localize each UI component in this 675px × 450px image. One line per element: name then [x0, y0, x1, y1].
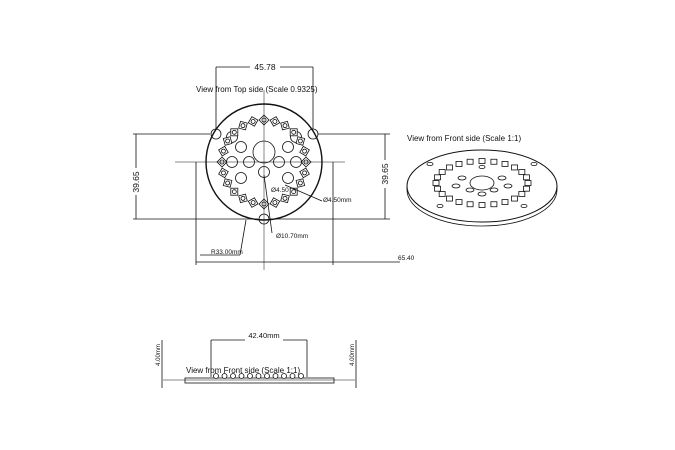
inner-hole [451, 183, 461, 189]
led [518, 191, 526, 197]
led [511, 164, 518, 171]
led [238, 373, 245, 379]
mount-hole [436, 203, 444, 208]
dim-hole-outer: Ø4.50mm [323, 197, 352, 204]
led [280, 120, 290, 131]
led [295, 178, 306, 188]
dim-overall: 65.40 [398, 255, 415, 262]
led [238, 193, 248, 204]
inner-hole [489, 187, 499, 193]
led [523, 174, 530, 181]
mount-hole [530, 161, 538, 166]
inner-hole [477, 191, 487, 197]
led [490, 201, 498, 208]
dim-radius: R33.00mm [211, 249, 243, 256]
led [230, 373, 236, 379]
inner-hole [497, 175, 507, 181]
led [281, 373, 287, 379]
inner-hole [465, 187, 475, 193]
led [523, 185, 530, 192]
led [432, 180, 440, 186]
led [298, 373, 304, 379]
led [455, 161, 463, 167]
led [295, 136, 306, 146]
front-side-title: View from Front side (Scale 1:1) [186, 366, 300, 375]
led [299, 145, 310, 157]
led [299, 167, 310, 179]
dim-side-width: 42.40mm [248, 331, 279, 340]
led [247, 116, 259, 127]
inner-hole [282, 172, 294, 184]
led [230, 187, 239, 196]
led [501, 199, 509, 205]
led-ring [216, 114, 312, 210]
led [438, 169, 446, 175]
led [524, 180, 532, 186]
dim-side-height-right: 4.00mm [350, 344, 356, 366]
led [478, 202, 486, 208]
led [230, 128, 239, 137]
led [218, 145, 229, 157]
led [490, 158, 498, 165]
dim-width: 45.78 [254, 62, 276, 72]
top-view-title: View from Top side (Scale 0.9325) [196, 85, 318, 94]
led [213, 373, 219, 379]
led [446, 195, 453, 202]
led [518, 169, 526, 175]
dim-center-hole: Ø10.70mm [276, 233, 308, 240]
dim-side-height-left: 4.00mm [156, 344, 162, 366]
led [247, 373, 253, 379]
dim-height-right: 39.65 [380, 163, 390, 185]
inner-hole [457, 175, 467, 181]
dim-hole-small: Ø4.50 [271, 187, 289, 194]
led [221, 373, 228, 379]
led [269, 197, 281, 208]
led [255, 373, 262, 379]
dim-height-left: 39.65 [131, 171, 141, 193]
top-view [133, 66, 400, 270]
mount-hole [478, 164, 486, 169]
led [501, 161, 509, 167]
front-perspective-view [406, 149, 558, 227]
led [466, 158, 474, 165]
led [511, 195, 518, 202]
led [289, 128, 298, 137]
led [272, 373, 279, 379]
mount-hole [520, 203, 528, 208]
led [446, 164, 453, 171]
led [455, 199, 463, 205]
led [289, 187, 298, 196]
led [280, 193, 290, 204]
led [478, 158, 486, 164]
led [434, 174, 441, 181]
front-side-view [161, 339, 357, 388]
led [434, 185, 441, 192]
inner-hole [282, 141, 294, 153]
led [264, 373, 270, 379]
led [269, 116, 281, 127]
front-perspective-title: View from Front side (Scale 1:1) [407, 134, 521, 143]
led [222, 136, 233, 146]
mount-hole [426, 161, 434, 166]
led [238, 120, 248, 131]
inner-hole [503, 183, 513, 189]
inner-hole [235, 141, 247, 153]
perspective-leds [426, 158, 538, 208]
led [466, 201, 474, 208]
inner-hole [235, 172, 247, 184]
led [289, 373, 296, 379]
led [222, 178, 233, 188]
led [218, 167, 229, 179]
led [247, 197, 259, 208]
led [438, 191, 446, 197]
